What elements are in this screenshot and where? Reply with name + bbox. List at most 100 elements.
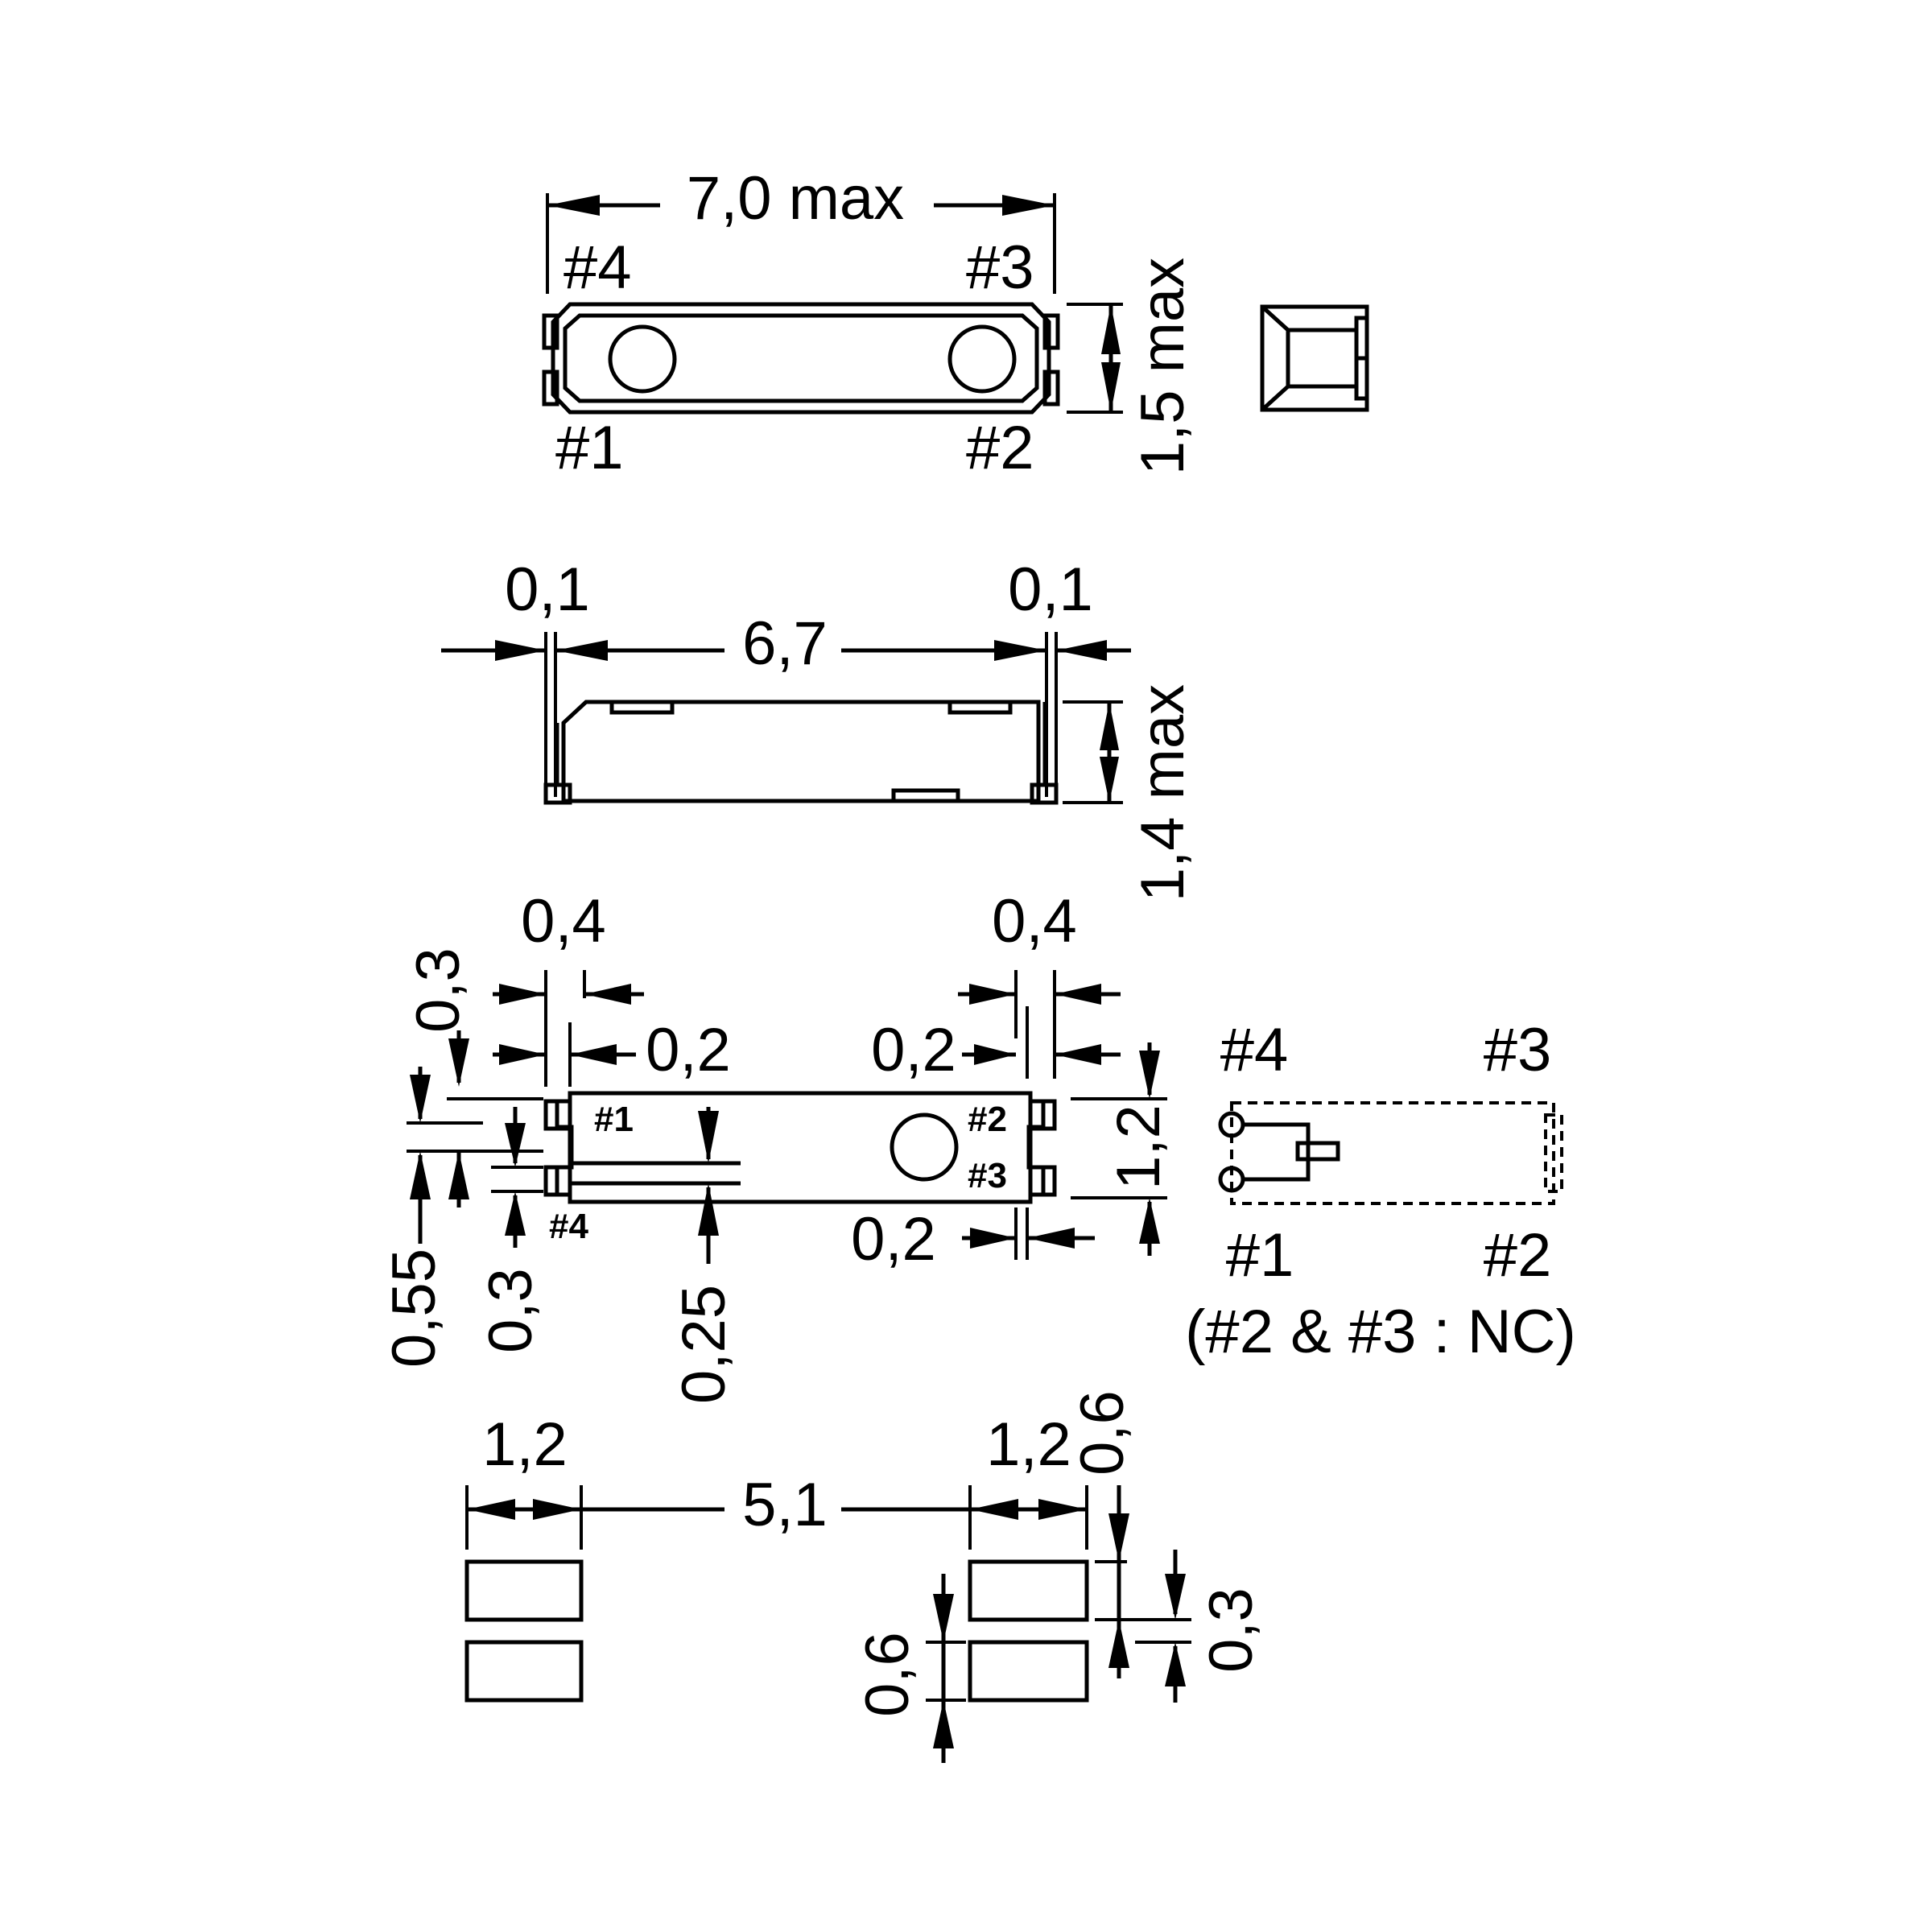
arrowhead bbox=[1108, 1513, 1129, 1562]
side-length-label: 6,7 bbox=[742, 609, 828, 678]
arrowhead bbox=[1165, 1642, 1186, 1686]
arrowhead bbox=[1100, 702, 1119, 750]
top-view: 7,0 max #4 #3 #1 #2 1,5 max bbox=[542, 164, 1369, 482]
arrowhead bbox=[410, 1075, 431, 1123]
arrowhead bbox=[467, 1499, 515, 1520]
pad-lead bbox=[555, 1101, 574, 1195]
schematic-nc-pad bbox=[1544, 1113, 1563, 1193]
arrowhead bbox=[994, 640, 1046, 661]
top-height-label: 1,5 max bbox=[1129, 258, 1197, 475]
bottom-gap-label: 0,2 bbox=[851, 1205, 936, 1274]
arrowhead bbox=[410, 1151, 431, 1199]
arrowhead bbox=[1100, 757, 1119, 803]
arrowhead bbox=[969, 984, 1016, 1005]
arrowhead bbox=[570, 1044, 617, 1065]
arrowhead bbox=[1055, 1044, 1101, 1065]
arrowhead bbox=[698, 1183, 719, 1236]
arrowhead bbox=[1108, 1620, 1129, 1668]
arrowhead bbox=[1139, 1198, 1160, 1244]
arrowhead bbox=[1165, 1574, 1186, 1620]
pin-schematic: #4 #3 #1 #2 (#2 & #3 : NC) bbox=[1185, 1016, 1576, 1366]
end-view-line bbox=[1261, 384, 1356, 411]
top-pin-3: #3 bbox=[966, 233, 1034, 302]
bottom-pin-2: #2 bbox=[968, 1100, 1007, 1139]
package-inner-outline bbox=[563, 313, 1039, 403]
pad-tab bbox=[1042, 369, 1060, 407]
arrowhead bbox=[1101, 362, 1121, 412]
schematic-pin-2: #2 bbox=[1484, 1221, 1552, 1290]
land-pad bbox=[464, 1559, 584, 1622]
arrowhead bbox=[584, 984, 631, 1005]
schematic-crystal bbox=[1295, 1141, 1340, 1162]
side-pad bbox=[947, 700, 1013, 715]
arrowhead bbox=[499, 1044, 546, 1065]
crystal-circle bbox=[947, 324, 1017, 394]
end-view-pad bbox=[1354, 316, 1369, 361]
top-pin-1: #1 bbox=[555, 414, 624, 482]
arrowhead bbox=[547, 195, 600, 216]
arrowhead bbox=[448, 1151, 469, 1199]
bottom-body-outline bbox=[568, 1091, 1033, 1204]
bottom-inner-gap-left: 0,2 bbox=[646, 1016, 731, 1084]
arrowhead bbox=[1027, 1228, 1075, 1249]
land-pattern: 1,2 1,2 5,1 0,6 0,3 bbox=[464, 1390, 1265, 1763]
schematic-nc-note: (#2 & #3 : NC) bbox=[1185, 1298, 1576, 1366]
land-spacing-label: 5,1 bbox=[742, 1471, 828, 1539]
bottom-center-label: 0,25 bbox=[670, 1285, 738, 1404]
arrowhead bbox=[533, 1499, 581, 1520]
side-pad bbox=[891, 788, 960, 803]
bottom-pin-1: #1 bbox=[594, 1100, 634, 1139]
land-pad-width-left: 1,2 bbox=[482, 1410, 568, 1479]
side-view: 0,1 0,1 6,7 1,4 max bbox=[441, 555, 1197, 902]
crystal-circle bbox=[608, 324, 677, 394]
bottom-view: 0,4 0,4 0,2 0,2 0,3 bbox=[380, 887, 1173, 1404]
package-outline bbox=[551, 302, 1051, 415]
arrowhead bbox=[1056, 640, 1107, 661]
arrowhead bbox=[495, 640, 546, 661]
land-pad-height-top: 0,6 bbox=[1068, 1390, 1137, 1476]
schematic-pin-3: #3 bbox=[1484, 1016, 1552, 1084]
arrowhead bbox=[970, 1499, 1018, 1520]
arrowhead bbox=[1002, 195, 1055, 216]
arrowhead bbox=[499, 984, 546, 1005]
pad-tab bbox=[542, 313, 559, 350]
arrowhead bbox=[933, 1594, 954, 1642]
side-body-outline bbox=[561, 700, 1041, 803]
arrowhead bbox=[1101, 304, 1121, 354]
arrowhead bbox=[555, 640, 608, 661]
arrowhead bbox=[448, 1038, 469, 1087]
side-right-gap-label: 0,1 bbox=[1008, 555, 1093, 624]
pad-tab bbox=[542, 369, 559, 407]
bottom-top-gap-label: 0,3 bbox=[404, 947, 473, 1033]
arrowhead bbox=[505, 1191, 526, 1236]
end-view-line bbox=[1261, 305, 1356, 332]
schematic-pin-4: #4 bbox=[1220, 1016, 1289, 1084]
land-pad-gap-label: 0,3 bbox=[1197, 1587, 1265, 1673]
pad-lead bbox=[1026, 1101, 1046, 1195]
pad-tab bbox=[1042, 313, 1060, 350]
bottom-pad-width-left: 0,4 bbox=[521, 887, 606, 956]
arrowhead bbox=[1139, 1051, 1160, 1099]
bottom-pad-width-right: 0,4 bbox=[992, 887, 1077, 956]
top-pin-4: #4 bbox=[564, 233, 632, 302]
bottom-pin-4: #4 bbox=[549, 1207, 588, 1246]
bottom-pin-3: #3 bbox=[968, 1156, 1007, 1195]
arrowhead bbox=[1055, 984, 1101, 1005]
bottom-left-pitch-label: 0,55 bbox=[380, 1249, 448, 1368]
top-width-label: 7,0 max bbox=[687, 164, 904, 233]
schematic-dashed-outline bbox=[1230, 1101, 1555, 1205]
bottom-inner-gap-right: 0,2 bbox=[871, 1016, 956, 1084]
arrowhead bbox=[970, 1228, 1016, 1249]
arrowhead bbox=[933, 1700, 954, 1748]
schematic-pin-1: #1 bbox=[1226, 1221, 1294, 1290]
arrowhead bbox=[505, 1123, 526, 1167]
land-pad bbox=[968, 1559, 1089, 1622]
crystal-circle bbox=[890, 1113, 959, 1182]
arrowhead bbox=[1038, 1499, 1087, 1520]
bottom-height-label: 1,2 bbox=[1104, 1104, 1173, 1190]
end-view-pad bbox=[1354, 356, 1369, 401]
schematic-wire bbox=[1243, 1122, 1311, 1182]
side-left-gap-label: 0,1 bbox=[505, 555, 590, 624]
land-pad-width-right: 1,2 bbox=[986, 1410, 1071, 1479]
